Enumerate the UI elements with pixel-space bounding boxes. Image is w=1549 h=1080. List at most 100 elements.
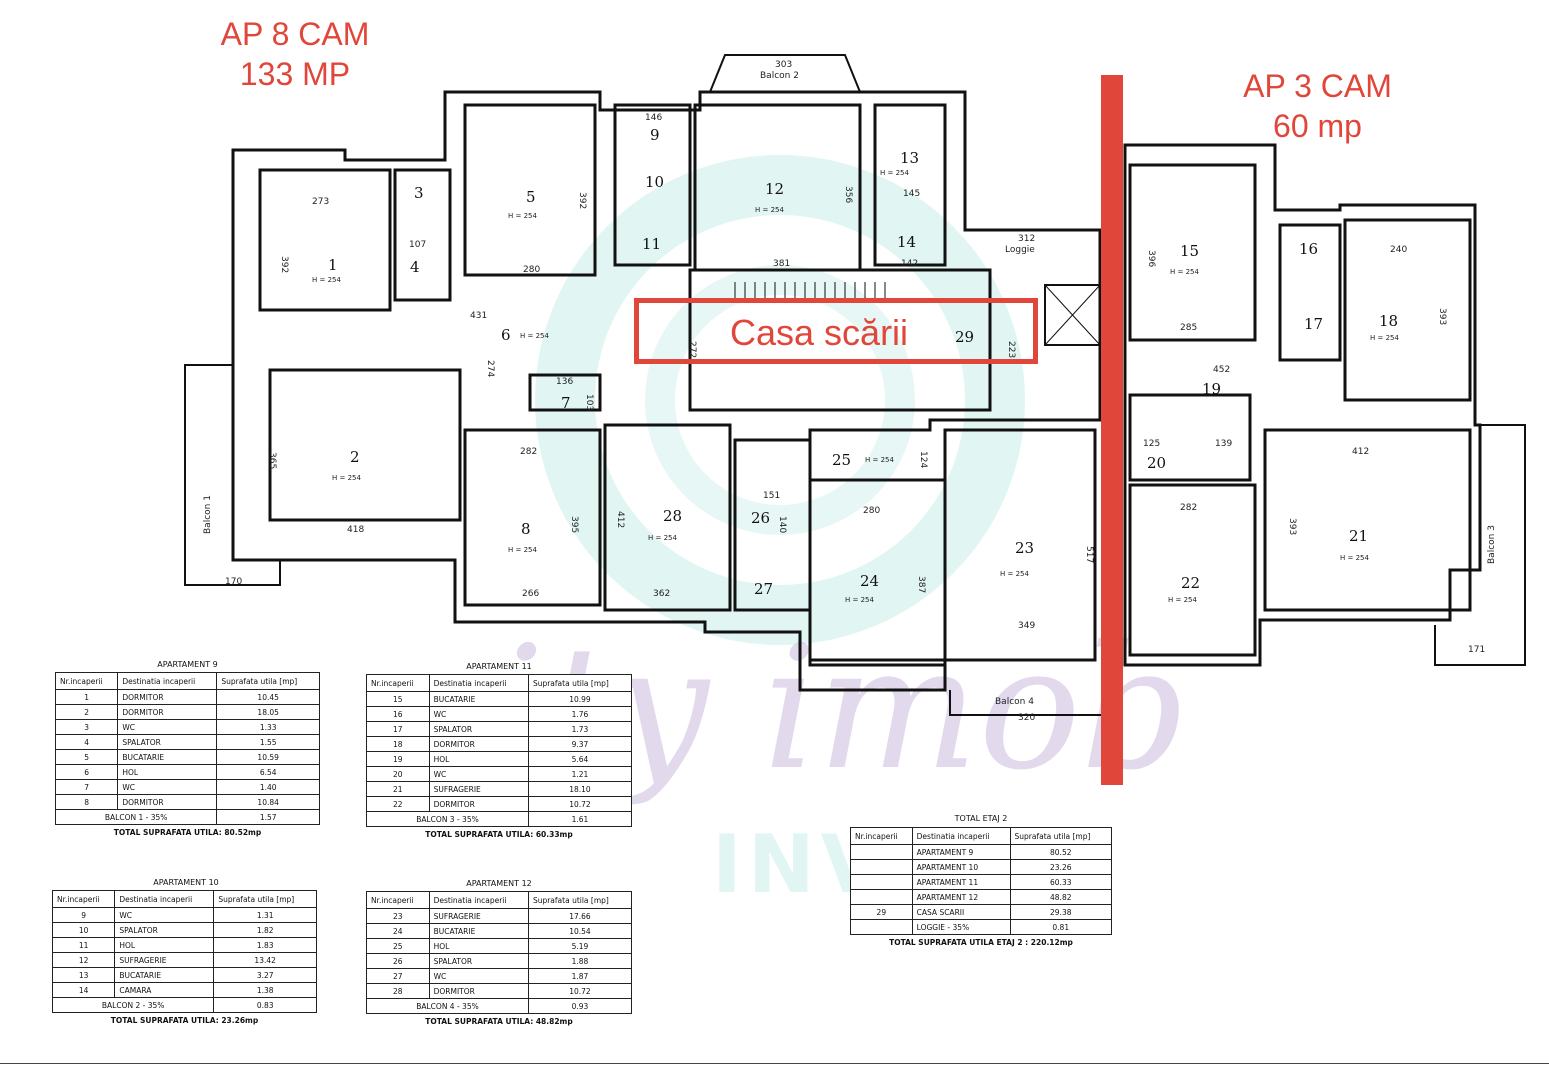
balcony-2-label: Balcon 2 (760, 71, 799, 81)
dim: 170 (225, 577, 242, 587)
dim: 395 (569, 516, 579, 533)
room-26: 26 (751, 509, 770, 527)
dim: 266 (522, 589, 539, 599)
room-6: 6 (501, 326, 511, 344)
dim: 387 (916, 576, 926, 593)
room-17: 17 (1304, 315, 1323, 333)
room-16: 16 (1299, 240, 1318, 258)
dim: 142 (901, 259, 918, 269)
dim: 396 (1146, 250, 1156, 267)
dim: 151 (763, 491, 780, 501)
ap3-title: AP 3 CAM (1243, 68, 1392, 104)
room-22: 22 (1181, 574, 1200, 592)
table-ap12-title: APARTAMENT 12 (466, 879, 532, 888)
room-3: 3 (414, 184, 424, 202)
table-ap10-title: APARTAMENT 10 (153, 878, 219, 887)
dim: 312 (1018, 234, 1035, 244)
dim: 392 (577, 192, 587, 209)
dim: 272 (687, 341, 697, 358)
balcony-4-label: Balcon 4 (995, 697, 1034, 707)
room-18-height: H = 254 (1370, 334, 1399, 342)
dim: 282 (1180, 503, 1197, 513)
wall-outline-right (1123, 143, 1482, 667)
room-11: 11 (642, 235, 661, 253)
room-15-height: H = 254 (1170, 268, 1199, 276)
dim: 285 (1180, 323, 1197, 333)
dim: 393 (1437, 308, 1447, 325)
dim: 392 (279, 256, 289, 273)
stairwell-room-number: 29 (955, 328, 975, 346)
room-15: 15 (1180, 242, 1199, 260)
room-1: 1 (328, 256, 338, 274)
room-12: 12 (765, 180, 784, 198)
dim: 240 (1390, 245, 1407, 255)
dim: 412 (615, 511, 625, 528)
dim: 124 (918, 451, 928, 468)
room-25: 25 (832, 451, 851, 469)
balcony-3-label: Balcon 3 (1487, 525, 1497, 564)
table-etaj2-title: TOTAL ETAJ 2 (954, 814, 1008, 823)
room-24: 24 (860, 572, 879, 590)
dim: 320 (1018, 713, 1035, 723)
ap3-area: 60 mp (1273, 108, 1362, 144)
room-25-height: H = 254 (865, 456, 894, 464)
room-19: 19 (1202, 380, 1221, 398)
dim: 145 (903, 189, 920, 199)
room-12-height: H = 254 (755, 206, 784, 214)
room-24-height: H = 254 (845, 596, 874, 604)
dim: 356 (843, 186, 853, 203)
dim: 280 (523, 265, 540, 275)
room-2-height: H = 254 (332, 474, 361, 482)
room-4: 4 (410, 258, 420, 276)
table-ap11-title: APARTAMENT 11 (466, 662, 532, 671)
page-bottom-rule (0, 1063, 1549, 1064)
room-7: 7 (561, 394, 571, 412)
dim: 349 (1018, 621, 1035, 631)
dim: 280 (863, 506, 880, 516)
dim: 171 (1468, 645, 1485, 655)
room-13: 13 (900, 149, 919, 167)
room-28: 28 (663, 507, 682, 525)
dim: 223 (1006, 341, 1016, 358)
room-8-height: H = 254 (508, 546, 537, 554)
stairwell-highlight (634, 298, 1038, 364)
room-21: 21 (1349, 527, 1368, 545)
room-23-height: H = 254 (1000, 570, 1029, 578)
dim: 273 (312, 197, 329, 207)
room-1-height: H = 254 (312, 276, 341, 284)
dim: 365 (267, 452, 277, 469)
dim: 431 (470, 311, 487, 321)
dim: 452 (1213, 365, 1230, 375)
dim: 107 (409, 240, 426, 250)
room-14: 14 (897, 233, 916, 251)
room-27: 27 (754, 580, 773, 598)
ap8-title: AP 8 CAM (220, 16, 370, 52)
ap8-area: 133 MP (239, 56, 351, 92)
dim: 140 (777, 516, 787, 533)
room-2: 2 (350, 448, 360, 466)
room-13-height: H = 254 (880, 169, 909, 177)
room-20: 20 (1147, 454, 1166, 472)
room-10: 10 (645, 173, 664, 191)
room-21-height: H = 254 (1340, 554, 1369, 562)
room-5-height: H = 254 (508, 212, 537, 220)
balcony-1-label: Balcon 1 (203, 495, 213, 534)
dim: 362 (653, 589, 670, 599)
dim: 136 (556, 377, 573, 387)
room-6-height: H = 254 (520, 332, 549, 340)
dim: 282 (520, 447, 537, 457)
wall-outline-left (231, 90, 1102, 692)
room-5: 5 (526, 188, 536, 206)
dim: 418 (347, 525, 364, 535)
dim: 139 (1215, 439, 1232, 449)
dim: 517 (1084, 546, 1094, 563)
dim: 125 (1143, 439, 1160, 449)
dim: 381 (773, 259, 790, 269)
